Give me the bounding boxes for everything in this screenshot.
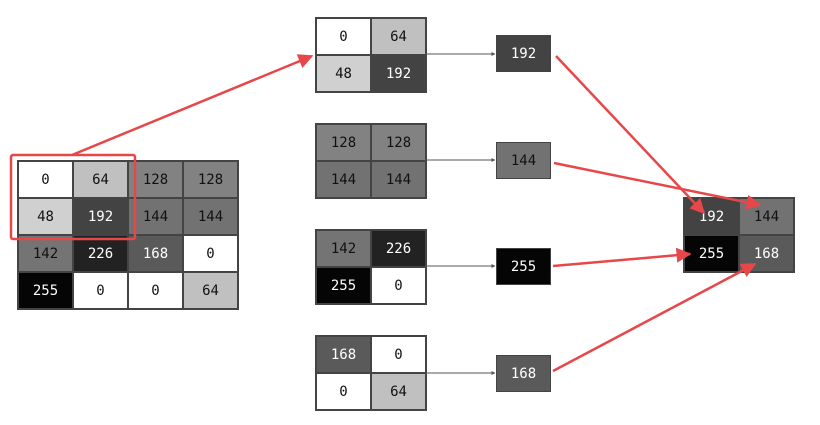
max-3-to-output-arrow — [552, 247, 692, 268]
input-cell: 64 — [183, 272, 238, 309]
pool-3-cell: 0 — [371, 267, 426, 304]
pool-1-cell: 64 — [371, 18, 426, 55]
input-cell: 144 — [183, 198, 238, 235]
input-cell: 64 — [73, 161, 128, 198]
max-value-2: 144 — [496, 142, 551, 179]
input-cell: 226 — [73, 235, 128, 272]
output-cell: 192 — [684, 198, 739, 235]
pool-2-cell: 144 — [371, 161, 426, 198]
input-cell: 0 — [183, 235, 238, 272]
pool-3-cell: 255 — [316, 267, 371, 304]
output-cell: 168 — [739, 235, 794, 272]
output-cell: 255 — [684, 235, 739, 272]
pool-1-cell: 48 — [316, 55, 371, 92]
pool-4-cell: 0 — [371, 336, 426, 373]
max-value-4: 168 — [496, 355, 551, 392]
pool-1-cell: 0 — [316, 18, 371, 55]
pool-4-cell: 64 — [371, 373, 426, 410]
pool-1-cell: 192 — [371, 55, 426, 92]
input-cell: 0 — [128, 272, 183, 309]
input-cell: 168 — [128, 235, 183, 272]
pool-3-cell: 226 — [371, 230, 426, 267]
input-cell: 192 — [73, 198, 128, 235]
window-to-pool-arrow — [71, 54, 314, 157]
max-value-3: 255 — [496, 248, 551, 285]
pool-2-cell: 144 — [316, 161, 371, 198]
pool-2-cell: 128 — [371, 124, 426, 161]
output-cell: 144 — [739, 198, 794, 235]
input-cell: 128 — [183, 161, 238, 198]
input-cell: 0 — [18, 161, 73, 198]
pool-3-cell: 142 — [316, 230, 371, 267]
input-cell: 142 — [18, 235, 73, 272]
max-value-1: 192 — [496, 35, 551, 72]
input-cell: 144 — [128, 198, 183, 235]
input-cell: 0 — [73, 272, 128, 309]
input-cell: 48 — [18, 198, 73, 235]
pool-4-cell: 168 — [316, 336, 371, 373]
pool-4-cell: 0 — [316, 373, 371, 410]
max-4-to-output-arrow — [552, 262, 757, 373]
pool-2-cell: 128 — [316, 124, 371, 161]
max-1-to-output-arrow — [555, 55, 706, 215]
input-cell: 255 — [18, 272, 73, 309]
input-cell: 128 — [128, 161, 183, 198]
